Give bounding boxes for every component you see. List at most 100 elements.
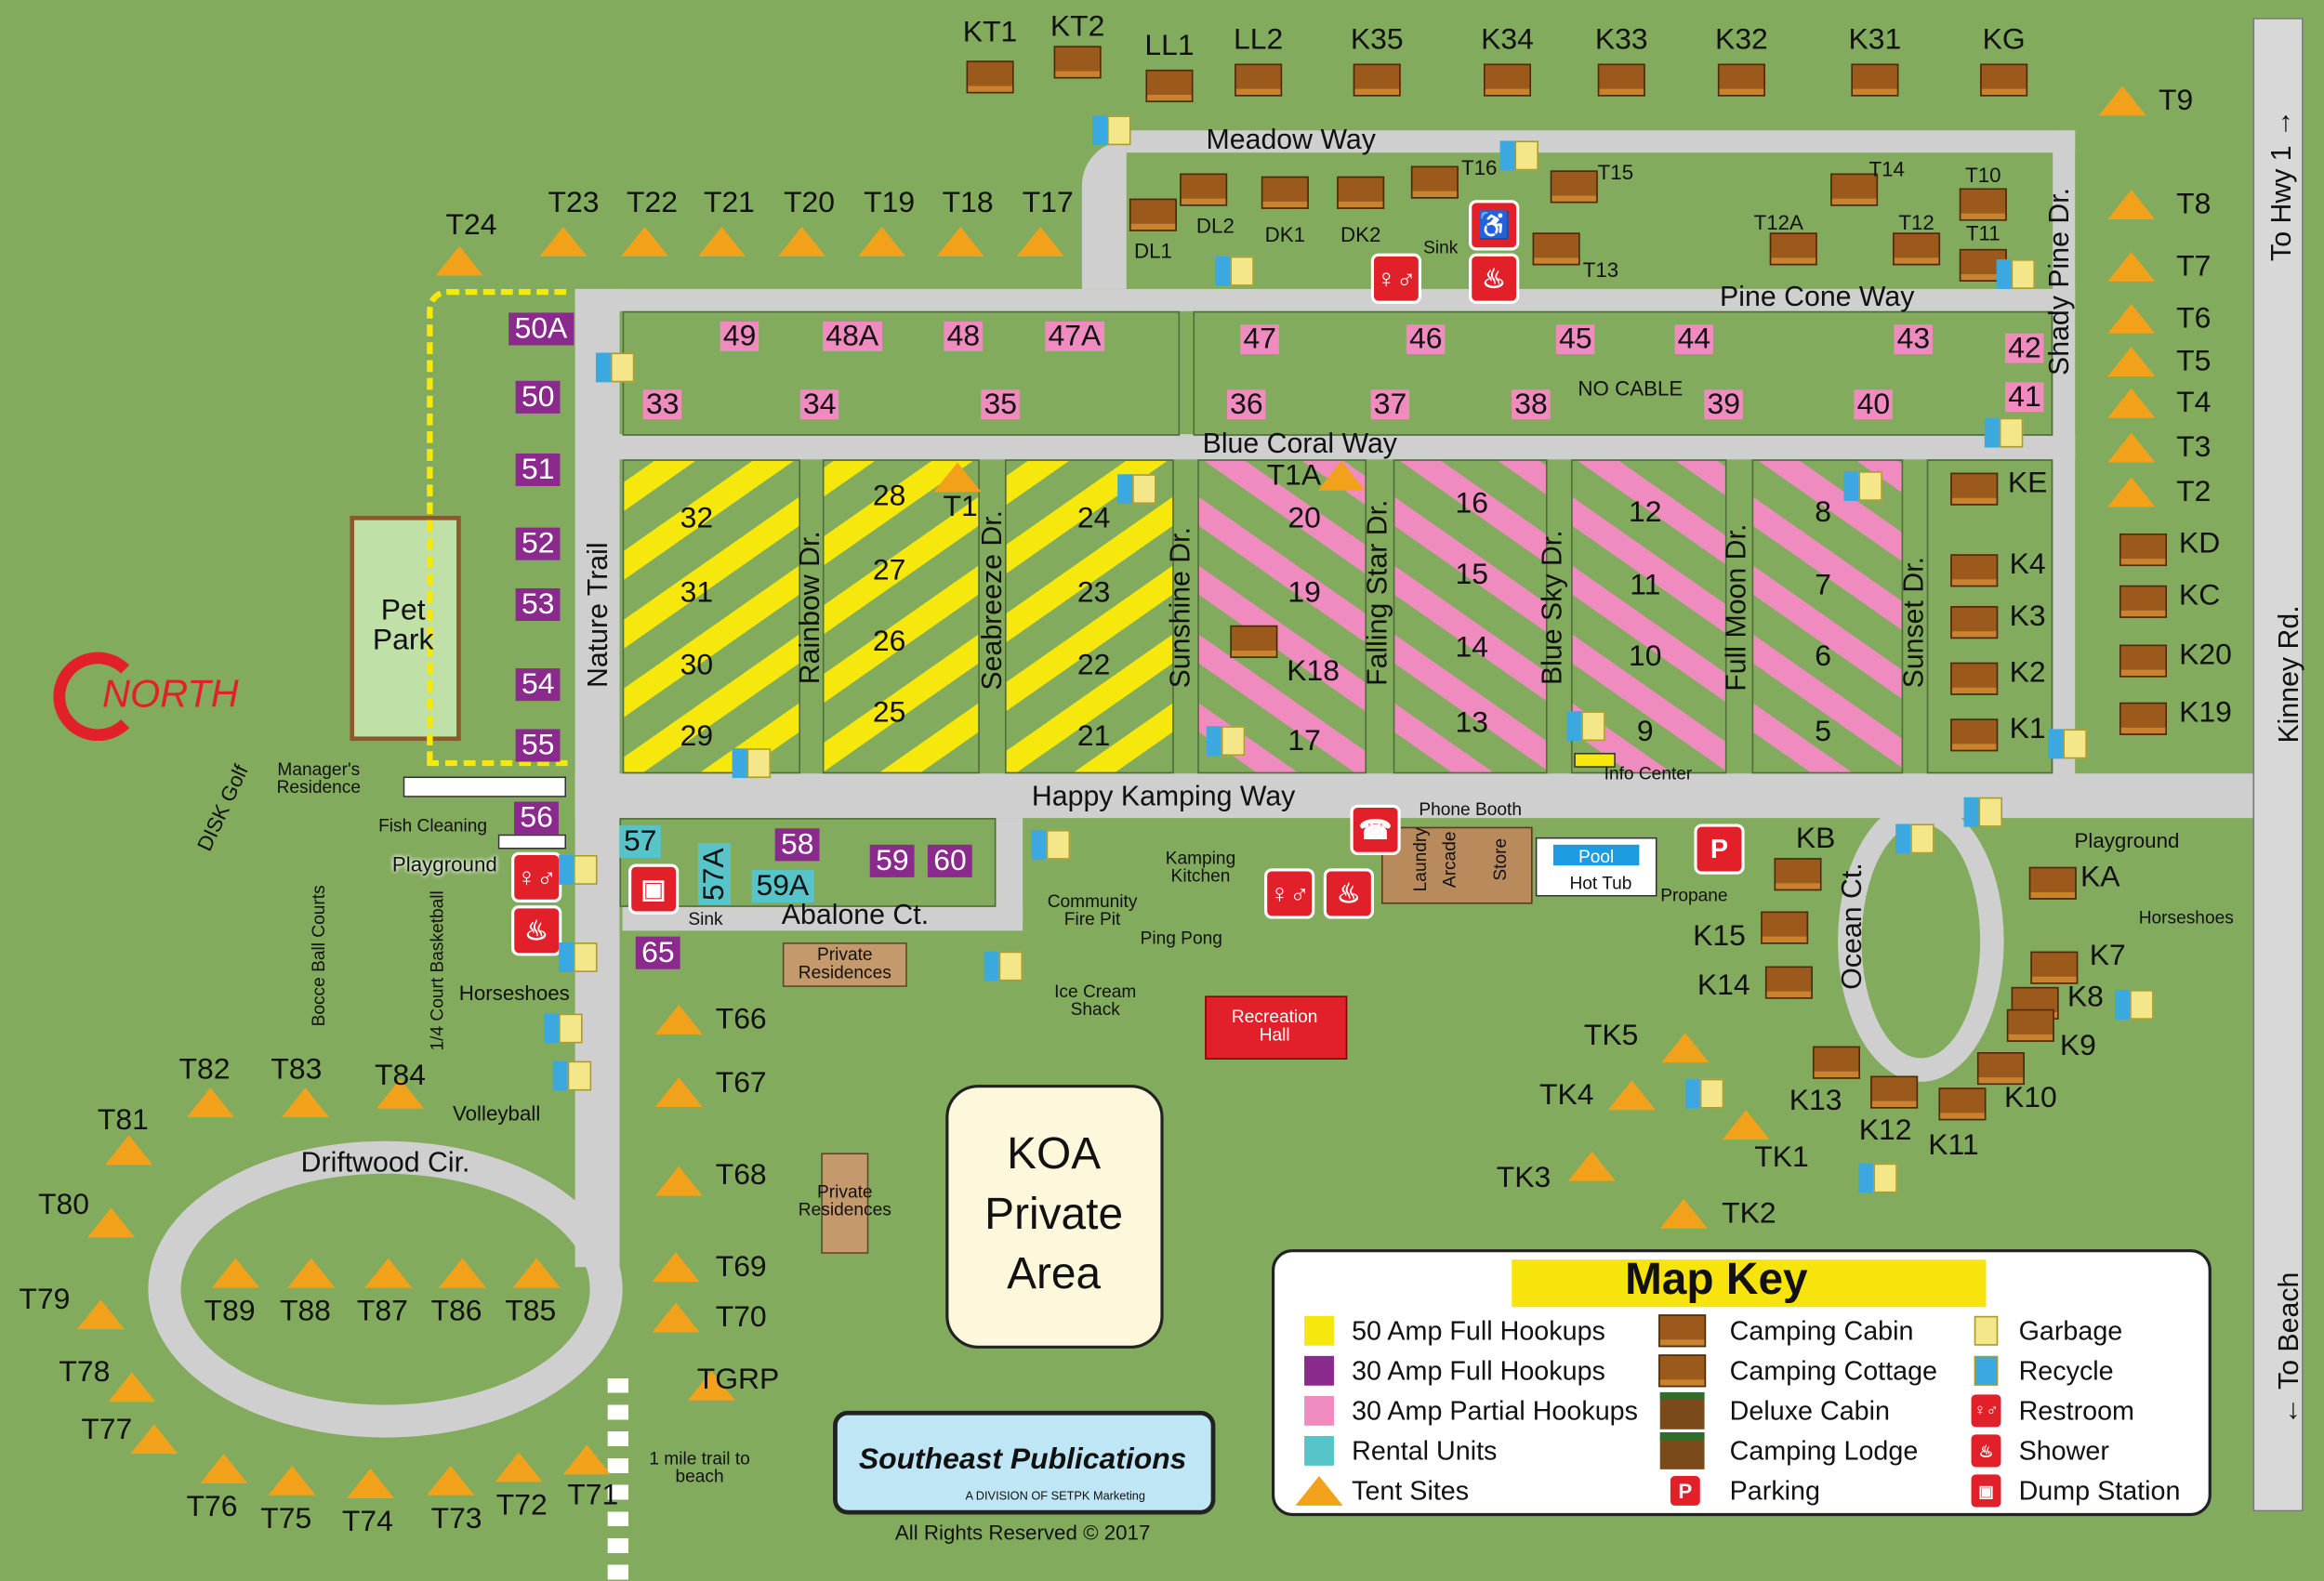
site-ocean-tents[interactable]: TK5: [1583, 1019, 1639, 1053]
site-sites-30amp[interactable]: 50: [515, 380, 561, 414]
site-sites-north-row[interactable]: 48: [944, 321, 984, 351]
amenity-horseshoes-w[interactable]: Horseshoes: [458, 981, 570, 1006]
site-sites-north-row[interactable]: 34: [799, 389, 839, 420]
site-cabins-block[interactable]: K2: [2009, 656, 2046, 690]
site-tents-top[interactable]: T18: [942, 186, 994, 219]
site-driftwood-inner[interactable]: T88: [279, 1295, 331, 1328]
site-sites-partial[interactable]: 19: [1287, 576, 1321, 610]
site-top-cabins[interactable]: K32: [1715, 23, 1768, 57]
site-cabins-east[interactable]: K20: [2179, 639, 2232, 672]
site-sites-50amp[interactable]: 27: [872, 554, 906, 587]
site-sites-partial[interactable]: 7: [1815, 569, 1831, 602]
site-ocean-tents[interactable]: TK4: [1539, 1078, 1594, 1112]
site-sites-30amp[interactable]: 52: [515, 527, 561, 560]
site-sites-partial[interactable]: 5: [1815, 716, 1831, 749]
site-sites-partial[interactable]: 11: [1630, 569, 1661, 602]
amenity-no-cable[interactable]: NO CABLE: [1578, 375, 1684, 401]
site-inner-north[interactable]: T15: [1597, 160, 1634, 184]
site-top-cabins[interactable]: LL2: [1234, 23, 1284, 57]
site-ocean-tents[interactable]: TK3: [1496, 1162, 1552, 1195]
site-tents-top[interactable]: T24: [445, 208, 497, 242]
site-inner-north[interactable]: T16: [1460, 155, 1498, 179]
site-sites-50amp[interactable]: 30: [680, 649, 714, 682]
site-tents-west[interactable]: T84: [375, 1059, 426, 1093]
site-sites-north-row[interactable]: 41: [2005, 382, 2044, 413]
site-tents-west[interactable]: T75: [260, 1502, 312, 1535]
amenity-volleyball[interactable]: Volleyball: [452, 1100, 541, 1126]
site-ocean-ct-units[interactable]: K11: [1928, 1128, 1979, 1163]
site-sites-50amp[interactable]: 24: [1076, 502, 1111, 535]
site-tents-west[interactable]: T80: [38, 1188, 90, 1221]
amenity-koa[interactable]: KOA Private Area: [984, 1129, 1124, 1299]
site-sites-50amp[interactable]: 28: [872, 480, 906, 513]
site-ocean-ct-units[interactable]: K10: [2003, 1081, 2057, 1114]
amenity-fish[interactable]: Fish Cleaning: [378, 814, 488, 837]
site-tents-east[interactable]: T6: [2176, 302, 2212, 336]
amenity-hot-tub[interactable]: Hot Tub: [1569, 873, 1632, 894]
site-sites-30amp[interactable]: 58: [774, 828, 820, 862]
site-ocean-ct-units[interactable]: K15: [1693, 920, 1746, 954]
site-tents-west[interactable]: T73: [430, 1502, 482, 1535]
site-sites-north-row[interactable]: 36: [1226, 389, 1266, 420]
site-sites-30amp[interactable]: 50A: [508, 312, 574, 346]
pet-park[interactable]: [350, 515, 461, 742]
site-sites-30amp[interactable]: 59: [869, 844, 915, 877]
site-tents-west[interactable]: T81: [97, 1103, 149, 1137]
site-tents-west[interactable]: T74: [341, 1505, 393, 1538]
amenity-basketball[interactable]: 1/4 Court Basketball: [427, 890, 448, 1051]
site-tents-west[interactable]: T83: [271, 1053, 323, 1087]
site-sites-partial[interactable]: 10: [1629, 639, 1662, 673]
site-sites-north-row[interactable]: 33: [642, 389, 682, 420]
site-sites-partial[interactable]: 8: [1815, 496, 1831, 530]
site-sites-partial[interactable]: 6: [1815, 639, 1831, 673]
site-top-cabins[interactable]: KG: [1982, 23, 2026, 57]
site-tents-west[interactable]: T76: [186, 1490, 238, 1524]
amenity-store[interactable]: Store: [1489, 837, 1511, 881]
site-top-cabins[interactable]: K31: [1848, 23, 1902, 57]
site-sites-50amp[interactable]: 32: [680, 502, 714, 535]
site-tents-west[interactable]: T77: [81, 1414, 133, 1447]
site-cabins-east[interactable]: K19: [2179, 696, 2232, 730]
site-driftwood-inner[interactable]: T87: [356, 1295, 408, 1328]
site-tents-east[interactable]: T3: [2176, 430, 2212, 465]
site-sites-30amp[interactable]: 60: [927, 844, 973, 877]
site-sites-north-row[interactable]: 43: [1894, 324, 1934, 355]
site-tents-west[interactable]: T67: [715, 1066, 767, 1100]
site-sites-partial[interactable]: 17: [1287, 724, 1321, 758]
site-tents-east[interactable]: T8: [2176, 188, 2212, 221]
site-ocean-ct-units[interactable]: KB: [1795, 822, 1836, 855]
site-tents-west[interactable]: T69: [715, 1250, 767, 1284]
site-sites-50amp[interactable]: 25: [872, 696, 906, 730]
site-sites-50amp[interactable]: 26: [872, 625, 906, 658]
site-cabins-east[interactable]: KD: [2178, 527, 2221, 560]
site-tents-east[interactable]: T2: [2176, 475, 2212, 508]
amenity-trail[interactable]: 1 mile trail to beach: [649, 1447, 750, 1487]
amenity-pool[interactable]: Pool: [1578, 846, 1615, 867]
site-sites-50amp[interactable]: 29: [680, 719, 714, 753]
amenity-pet-park[interactable]: Pet Park: [372, 594, 434, 657]
site-tents-top[interactable]: T21: [703, 186, 755, 219]
site-sites-north-row[interactable]: 48A: [823, 321, 882, 351]
site-sites-partial[interactable]: 14: [1455, 631, 1488, 665]
site-sites-30amp[interactable]: 56: [514, 801, 560, 835]
site-driftwood-inner[interactable]: T86: [430, 1295, 482, 1328]
site-sites-30amp[interactable]: 51: [515, 453, 561, 486]
site-sites-50amp[interactable]: 21: [1076, 719, 1111, 753]
site-ocean-tents[interactable]: TK1: [1754, 1140, 1809, 1174]
site-sites-30amp[interactable]: 53: [515, 587, 561, 622]
site-tents-west[interactable]: T68: [715, 1158, 767, 1192]
site-sites-north-row[interactable]: 45: [1555, 324, 1595, 355]
site-sites-north-row[interactable]: 37: [1370, 389, 1410, 420]
amenity-arcade[interactable]: Arcade: [1439, 831, 1460, 889]
site-sites-north-row[interactable]: 35: [981, 389, 1021, 420]
site-tents-top[interactable]: T22: [627, 186, 679, 219]
site-cabins-east[interactable]: KC: [2178, 579, 2221, 613]
site-ocean-ct-units[interactable]: K9: [2059, 1030, 2096, 1063]
site-sites-partial[interactable]: 9: [1636, 716, 1654, 749]
amenity-playground-e[interactable]: Playground: [2074, 828, 2180, 852]
amenity-private1[interactable]: Private Residences: [798, 943, 891, 983]
recreation-hall[interactable]: [1205, 995, 1348, 1060]
site-sites-north-row[interactable]: 47A: [1045, 321, 1104, 351]
amenity-propane[interactable]: Propane: [1660, 884, 1728, 906]
site-tents-block[interactable]: T1A: [1266, 459, 1322, 493]
